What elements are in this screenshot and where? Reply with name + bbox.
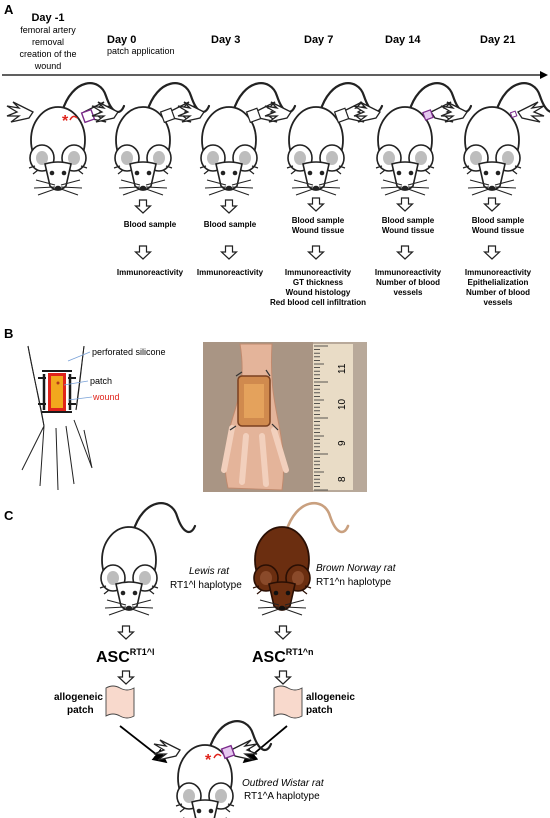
measures-day-14-col: Immunoreactivity Number of blood vessels xyxy=(358,268,458,298)
rat-lewis xyxy=(98,502,197,617)
asc-bn-sup: RT1^n xyxy=(286,647,314,657)
sample-line: Wound tissue xyxy=(471,226,525,235)
measure-line: Number of blood xyxy=(466,288,530,297)
measures-day-7-col: Immunoreactivity GT thickness Wound hist… xyxy=(258,268,378,308)
lewis-haplotype-label: RT1^l haplotype xyxy=(170,580,242,591)
rat-day-7 xyxy=(264,82,384,197)
patch-bn-label-2: patch xyxy=(306,705,333,716)
patch-lewis-icon xyxy=(105,685,135,719)
rat-day-3 xyxy=(177,82,297,197)
rat-day-minus-1: * xyxy=(6,82,126,197)
ruler-number: 11 xyxy=(337,363,348,374)
lewis-strain-label: Lewis rat xyxy=(189,566,230,577)
measure-line: Immunoreactivity xyxy=(374,268,442,277)
measure-line: Red blood cell infiltration xyxy=(270,298,366,307)
measure-line: vessels xyxy=(483,298,513,307)
timepoint-day-label: Day 0 xyxy=(107,34,137,46)
sample-line: Blood sample xyxy=(471,216,525,225)
timepoint-day-3: Day 3 xyxy=(211,34,241,46)
timepoint-day-14: Day 14 xyxy=(385,34,421,46)
ruler: 11 10 9 8 xyxy=(313,344,353,491)
sample-line: Blood sample xyxy=(123,220,177,229)
measure-line: GT thickness xyxy=(292,278,344,287)
rat-day-14 xyxy=(353,82,473,197)
svg-text:*: * xyxy=(205,752,212,769)
timepoint-day-7: Day 7 xyxy=(304,34,334,46)
sample-day-14-col: Blood sample Wound tissue xyxy=(358,216,458,236)
patch-lewis-label-1: allogeneic xyxy=(54,692,103,703)
timepoint-day-21: Day 21 xyxy=(480,34,516,46)
measure-line: Immunoreactivity xyxy=(116,268,184,277)
procedure-note-line: patch application xyxy=(107,46,175,56)
legend-wound: wound xyxy=(92,392,120,402)
sample-day-21-col: Blood sample Wound tissue xyxy=(446,216,550,236)
timeline-arrowhead xyxy=(540,71,548,79)
measure-line: Wound histology xyxy=(285,288,351,297)
rat-brown-norway xyxy=(251,501,350,617)
svg-text:*: * xyxy=(62,113,69,130)
arrows-row-2 xyxy=(134,245,501,260)
patch-bn-icon xyxy=(273,685,303,719)
patch-bn-label-1: allogeneic xyxy=(306,692,355,703)
timepoint-day-label: Day -1 xyxy=(31,12,65,24)
arrow-lewis-to-wistar xyxy=(119,725,168,764)
measure-line: vessels xyxy=(393,288,423,297)
timepoint-day-0: Day 0 patch application xyxy=(107,34,175,56)
asc-lewis-sup: RT1^l xyxy=(130,647,155,657)
measures-day-0-col: Immunoreactivity xyxy=(100,268,200,278)
sample-day-3-col: Blood sample xyxy=(100,220,200,230)
rat-wistar-recipient: * xyxy=(153,720,273,818)
sample-line: Wound tissue xyxy=(381,226,435,235)
asc-bn-label: ASCRT1^n xyxy=(252,647,314,666)
bn-strain-label: Brown Norway rat xyxy=(316,563,397,574)
sample-line: Blood sample xyxy=(203,220,257,229)
asc-lewis-main: ASC xyxy=(96,649,130,666)
arrows-row-1 xyxy=(134,197,501,214)
panel-c-label: C xyxy=(4,508,14,523)
measure-line: Epithelialization xyxy=(467,278,529,287)
panel-a-label: A xyxy=(4,2,14,17)
measure-line: Immunoreactivity xyxy=(284,268,352,277)
measure-line: Immunoreactivity xyxy=(464,268,532,277)
measures-day-21-col: Immunoreactivity Epithelialization Numbe… xyxy=(446,268,550,308)
procedure-note-line: wound xyxy=(34,61,62,71)
bn-haplotype-label: RT1^n haplotype xyxy=(316,577,392,588)
procedure-note-line: creation of the xyxy=(19,49,77,59)
asc-bn-main: ASC xyxy=(252,649,286,666)
ruler-number: 8 xyxy=(337,476,348,482)
rat-day-0 xyxy=(91,82,211,197)
asc-lewis-label: ASCRT1^l xyxy=(96,647,155,666)
patch-lewis-label-2: patch xyxy=(67,705,94,716)
wistar-haplotype-label: RT1^A haplotype xyxy=(244,791,320,802)
procedure-note-line: removal xyxy=(31,37,64,47)
ruler-number: 10 xyxy=(337,398,348,410)
procedure-note-line: femoral artery xyxy=(20,25,76,35)
wistar-strain-label: Outbred Wistar rat xyxy=(242,778,325,789)
legend-perforated-silicone: perforated silicone xyxy=(92,347,166,357)
sample-line: Wound tissue xyxy=(291,226,345,235)
rat-day-21 xyxy=(440,82,550,197)
sample-day-3b-col: Blood sample xyxy=(180,220,280,230)
arrow-bn-to-wistar xyxy=(242,725,288,764)
ruler-number: 9 xyxy=(337,440,348,446)
sample-line: Blood sample xyxy=(381,216,435,225)
legend-patch: patch xyxy=(90,376,112,386)
hindlimb-schematic xyxy=(21,345,93,491)
sample-line: Blood sample xyxy=(291,216,345,225)
measure-line: Number of blood xyxy=(376,278,440,287)
patch-area xyxy=(51,376,63,408)
measure-line: Immunoreactivity xyxy=(196,268,264,277)
sample-day-7-col: Blood sample Wound tissue xyxy=(268,216,368,236)
timepoint-day-minus-1: Day -1 femoral artery removal creation o… xyxy=(2,12,94,72)
panel-b-label: B xyxy=(4,326,14,341)
measures-day-3-col: Immunoreactivity xyxy=(180,268,280,278)
